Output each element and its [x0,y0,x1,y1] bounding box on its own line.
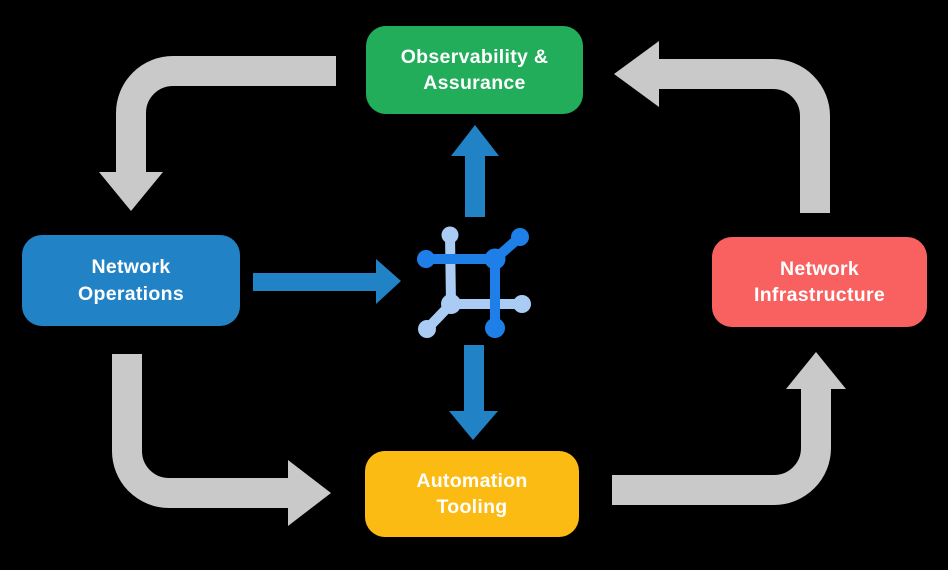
arrow-head [449,411,498,440]
network-mesh-icon [417,226,531,338]
icon-node-dark-corner [484,248,506,270]
blue-arrow-center-to-observability [451,125,499,217]
arrow-head [288,460,331,526]
cycle-arrow-infrastructure-to-observability [614,41,830,213]
arrow-head [376,259,401,304]
node-automation-tooling: Automation Tooling [365,451,579,537]
arrow-shaft [116,56,336,173]
cycle-arrow-automation-to-infrastructure [612,352,846,505]
icon-node-dark-top-right [511,228,529,246]
icon-node-dark-bottom [485,318,505,338]
arrow-head [614,41,659,107]
arrow-shaft [112,354,288,508]
icon-node-light-corner [441,294,461,314]
blue-arrow-operations-to-center [253,259,401,304]
blue-arrow-center-to-automation [449,345,498,440]
node-label: Network Infrastructure [754,257,885,306]
cycle-arrow-operations-to-automation [112,354,331,526]
node-observability-assurance: Observability & Assurance [366,26,583,114]
node-network-operations: Network Operations [22,235,240,326]
arrow-head [451,125,499,156]
icon-node-light-top [441,226,459,244]
arrow-head [99,172,163,211]
arrow-head [786,352,846,389]
icon-node-light-right [513,295,531,313]
arrow-shaft [612,389,831,505]
node-label: Automation Tooling [416,469,528,518]
icon-node-dark-left [417,250,435,268]
node-network-infrastructure: Network Infrastructure [712,237,927,327]
node-label: Observability & Assurance [400,45,549,94]
cycle-arrow-observability-to-operations [99,56,336,211]
node-label: Network Operations [78,256,184,305]
icon-line-light-vertical [445,230,456,309]
arrow-shaft [659,59,830,213]
icon-node-light-bottom-left [418,320,436,338]
